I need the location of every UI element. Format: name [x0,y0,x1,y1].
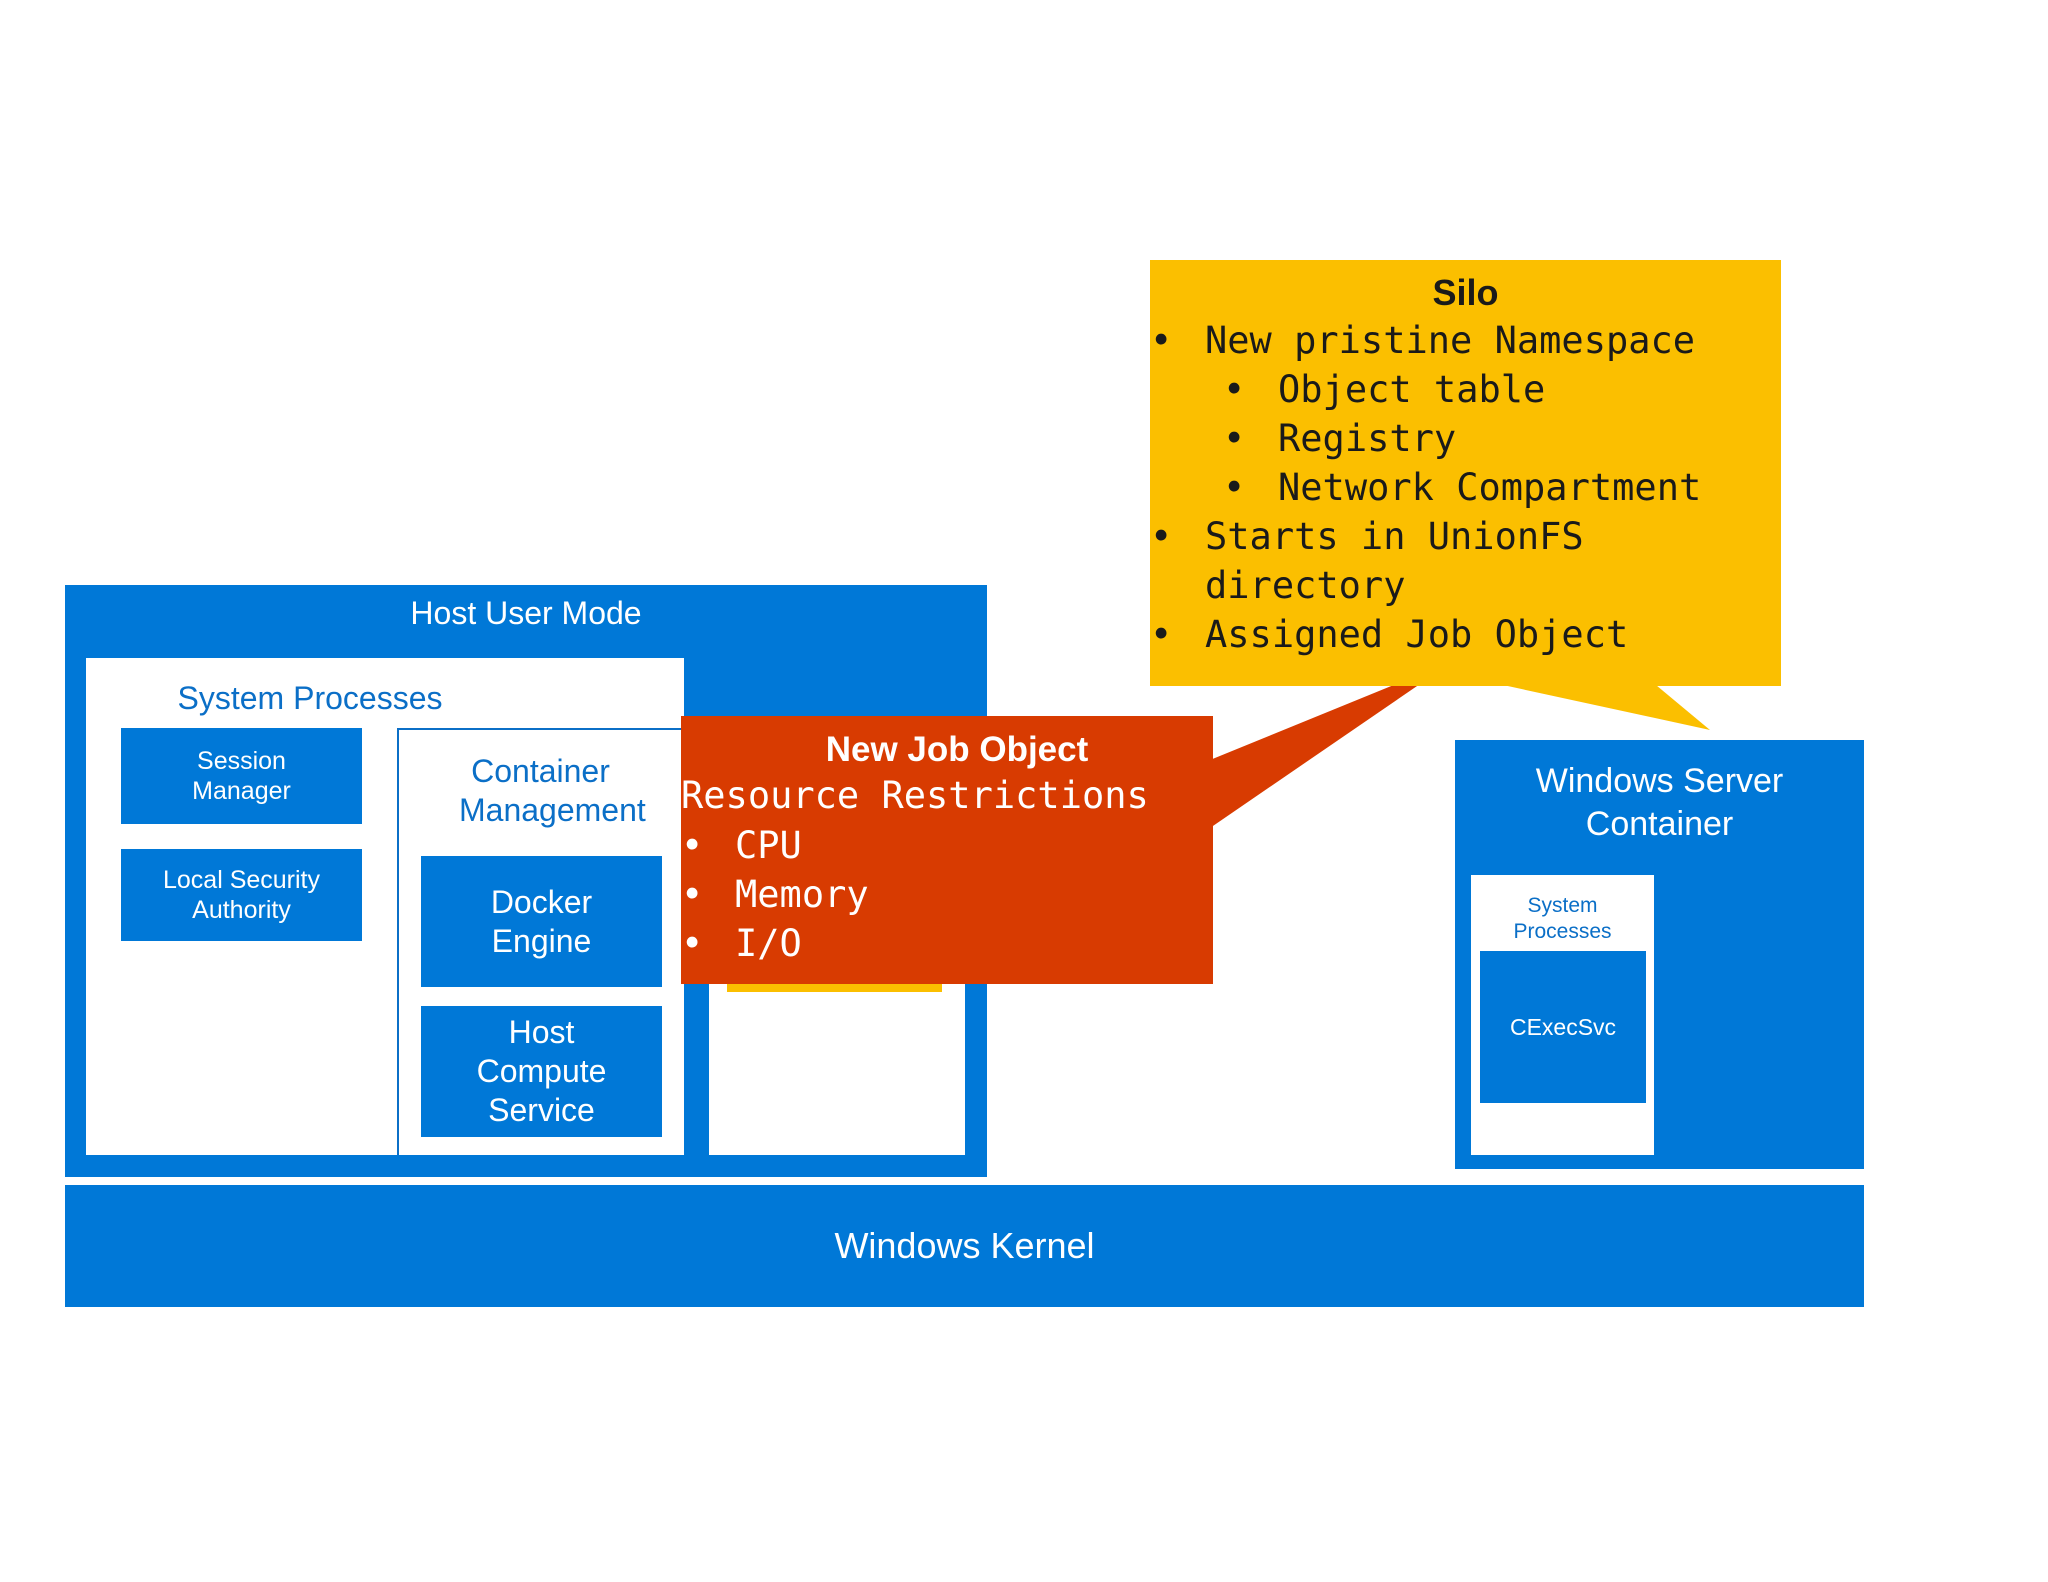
job-object-item: • CPU [681,821,869,870]
silo-list: • New pristine Namespace • Object table … [1150,316,1701,659]
container-management-title: Container Management [459,753,646,828]
local-security-authority-label: Local Security Authority [162,866,321,924]
silo-callout-pointer [1480,680,1710,730]
windows-kernel-bar: Windows Kernel [65,1185,1864,1307]
bullet-icon: • [1223,466,1246,509]
bullet-icon: • [1223,417,1246,460]
silo-callout: Silo • New pristine Namespace • Object t… [1150,260,1781,686]
silo-item: • New pristine Namespace [1150,316,1701,365]
job-object-item: • I/O [681,919,869,968]
bullet-icon: • [1150,613,1173,656]
bullet-icon: • [1223,368,1246,411]
container-system-processes-title: System Processes [1513,894,1612,943]
job-object-title: New Job Object [825,730,1089,769]
bullet-icon: • [681,824,704,867]
host-compute-service-label: Host Compute Service [476,1014,607,1128]
host-compute-service-box: Host Compute Service [421,1006,662,1137]
job-object-callout: New Job Object Resource Restrictions • C… [681,716,1213,984]
cexecsvc-box: CExecSvc [1480,951,1646,1103]
bullet-icon: • [681,873,704,916]
session-manager-label: Session Manager [192,747,291,805]
system-processes-title: System Processes [177,680,443,716]
cexecsvc-label: CExecSvc [1509,1013,1617,1040]
silo-title: Silo [1432,272,1499,313]
silo-subitem: • Registry [1150,414,1701,463]
silo-subitem: • Object table [1150,365,1701,414]
host-user-mode-title: Host User Mode [410,595,642,631]
silo-item-continuation: directory [1205,564,1406,607]
bullet-icon: • [681,922,704,965]
silo-subitem: • Network Compartment [1150,463,1701,512]
bullet-icon: • [1150,515,1173,558]
windows-kernel-label: Windows Kernel [834,1225,1095,1266]
docker-engine-label: Docker Engine [490,883,593,959]
bullet-icon: • [1150,319,1173,362]
job-object-subtitle: Resource Restrictions [681,774,1149,817]
hidden-container-panel [709,970,965,1155]
docker-engine-box: Docker Engine [421,856,662,987]
silo-item: • Starts in UnionFS [1150,512,1701,561]
job-object-callout-pointer [1210,660,1455,828]
silo-item: • Assigned Job Object [1150,610,1701,659]
windows-server-container-title: Windows Server Container [1535,762,1784,843]
session-manager-box: Session Manager [121,728,362,824]
local-security-authority-box: Local Security Authority [121,849,362,941]
job-object-item: • Memory [681,870,869,919]
job-object-list: • CPU • Memory • I/O [681,821,869,968]
